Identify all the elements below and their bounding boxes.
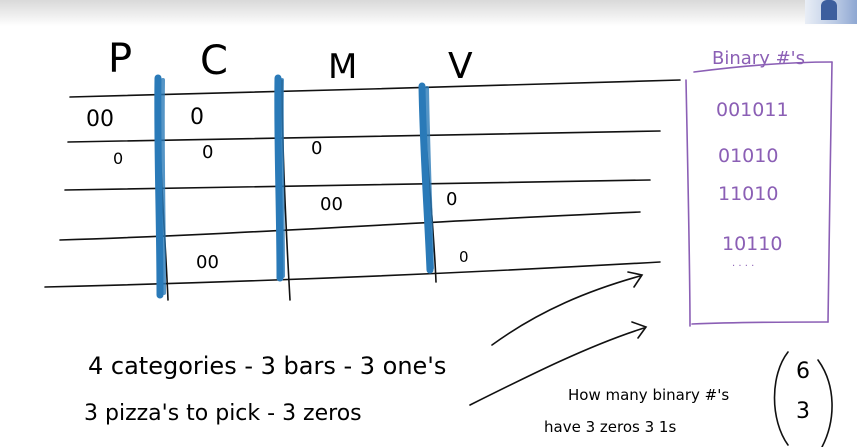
sidebar-dots: . . . . <box>732 258 754 269</box>
note-line-2: 3 pizza's to pick - 3 zeros <box>84 401 362 426</box>
header-p: P <box>108 36 132 82</box>
header-m: M <box>328 47 357 87</box>
table-line-3 <box>64 179 651 191</box>
presenter-thumbnail <box>805 0 857 24</box>
right-paren <box>817 359 833 447</box>
mark-row2-m: 0 <box>311 138 322 159</box>
left-paren <box>773 351 789 446</box>
mark-row1-c: 0 <box>190 105 204 130</box>
arrow-1-head <box>627 271 644 288</box>
combination-bottom: 3 <box>796 399 810 424</box>
mark-row4-v: 0 <box>459 248 469 266</box>
table-line-4 <box>59 211 641 241</box>
binary-number-4: 10110 <box>722 233 782 255</box>
bar-2 <box>274 74 284 282</box>
mark-row3-v: 0 <box>446 189 457 210</box>
notes: 4 categories - 3 bars - 3 one's 3 pizza'… <box>84 352 729 436</box>
blue-bars <box>154 74 434 299</box>
mark-row2-p: 0 <box>113 149 123 168</box>
presenter-head <box>821 0 837 20</box>
note-line-1: 4 categories - 3 bars - 3 one's <box>88 352 446 380</box>
zero-marks: 00 0 0 0 0 00 0 0 00 <box>86 105 469 273</box>
arrow-1 <box>491 275 641 346</box>
arrows <box>469 271 648 406</box>
table-line-1 <box>69 79 681 98</box>
header-v: V <box>448 46 473 87</box>
header-c: C <box>200 38 228 84</box>
binary-number-2: 01010 <box>718 145 778 167</box>
bar-1 <box>154 74 164 299</box>
video-top-bar <box>0 0 857 26</box>
question-line-1: How many binary #'s <box>568 386 729 404</box>
mark-row5-c: 00 <box>196 252 219 273</box>
table-line-2 <box>67 130 661 143</box>
mark-row1-p: 00 <box>86 107 114 132</box>
bar-2-stroke <box>279 78 285 278</box>
bar-3 <box>418 82 434 274</box>
sidebar-title: Binary #'s <box>712 48 805 69</box>
mark-row2-c: 0 <box>202 142 213 163</box>
arrow-2 <box>469 327 645 406</box>
sidebar-box <box>685 61 833 327</box>
binary-number-3: 11010 <box>718 183 778 205</box>
table-line-5 <box>44 261 661 288</box>
bar-1-stroke <box>160 78 166 295</box>
combination: 6 3 <box>796 359 810 424</box>
combination-brackets <box>773 351 833 447</box>
combination-top: 6 <box>796 359 810 384</box>
sidebar: Binary #'s 001011 01010 11010 10110 . . … <box>712 48 805 269</box>
question-line-2: have 3 zeros 3 1s <box>544 418 676 436</box>
bar-3-stroke <box>425 86 434 270</box>
arrow-2-head <box>631 321 648 339</box>
mark-row3-m: 00 <box>320 194 343 215</box>
table-lines <box>44 79 681 301</box>
column-headers: P C M V <box>108 36 473 87</box>
binary-number-1: 001011 <box>716 99 789 121</box>
